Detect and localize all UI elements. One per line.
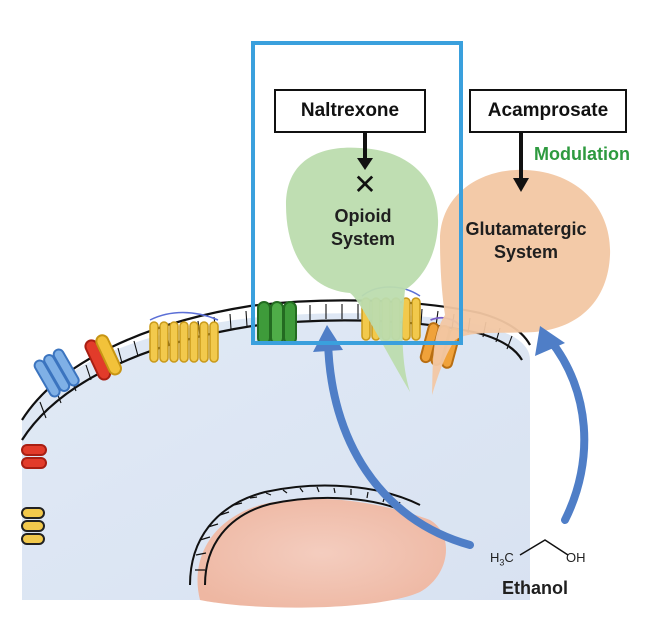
ethanol-arrow-to-glutamatergic [546, 336, 589, 524]
opioid-system-label: Opioid System [301, 205, 425, 250]
opioid-system-line1: Opioid [334, 206, 392, 226]
ethanol-label: Ethanol [502, 578, 568, 598]
glutamatergic-system-label: Glutamatergic System [448, 218, 604, 263]
nucleus [197, 498, 447, 608]
naltrexone-label: Naltrexone [300, 100, 400, 121]
glutamatergic-bubble [432, 169, 611, 395]
ethanol-formula-right: OH [566, 550, 586, 565]
naltrexone-box: Naltrexone [274, 89, 426, 133]
glutamatergic-system-line1: Glutamatergic [465, 219, 587, 239]
acamprosate-label: Acamprosate [487, 100, 609, 121]
opioid-system-line2: System [330, 228, 396, 249]
ethanol-arrow-to-opioid [324, 336, 474, 549]
channel-left-edge [21, 444, 47, 545]
ethanol-structure [519, 539, 569, 556]
modulation-label: Modulation [534, 144, 630, 164]
opioid-receptor-green [257, 301, 297, 345]
opioid-bubble [286, 147, 439, 392]
highlight-box [251, 41, 463, 345]
ethanol-formula-left: H3C [490, 550, 514, 568]
glutamatergic-system-line2: System [493, 241, 559, 262]
channel-red-yellow [84, 334, 122, 381]
receptor-yellow-left [149, 311, 219, 363]
channel-blue [33, 348, 80, 398]
block-x-icon: ✕ [353, 169, 377, 200]
acamprosate-box: Acamprosate [469, 89, 627, 133]
